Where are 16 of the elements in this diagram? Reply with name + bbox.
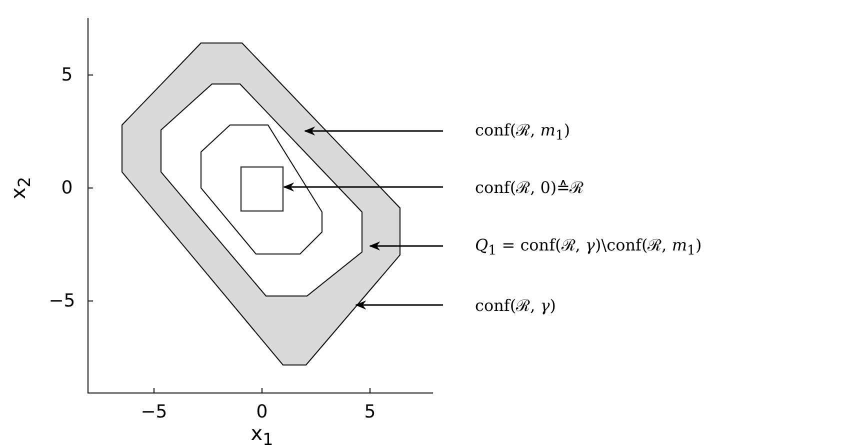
region-label: Q$_{1}$ = conf(ℛ, γ)\conf(ℛ, m$_{1}$): [475, 233, 702, 259]
arrow: [368, 242, 443, 250]
tick-label: 0: [256, 402, 268, 422]
square-region: [240, 166, 284, 212]
region-label: conf(ℛ, m$_{1}$): [475, 118, 570, 144]
arrow: [304, 126, 443, 136]
tick-label: 5: [364, 402, 376, 422]
axis-label: x$_{1}$: [250, 421, 274, 445]
tick-label: −5: [140, 402, 168, 422]
tick-label: 5: [61, 64, 73, 86]
tick-label: −5: [48, 290, 76, 312]
arrow: [354, 300, 443, 310]
tick-label: 0: [61, 178, 73, 198]
region-label: conf(ℛ, γ): [475, 294, 556, 316]
arrow: [282, 182, 443, 192]
region-label: conf(ℛ, 0)≙ℛ: [475, 176, 584, 198]
